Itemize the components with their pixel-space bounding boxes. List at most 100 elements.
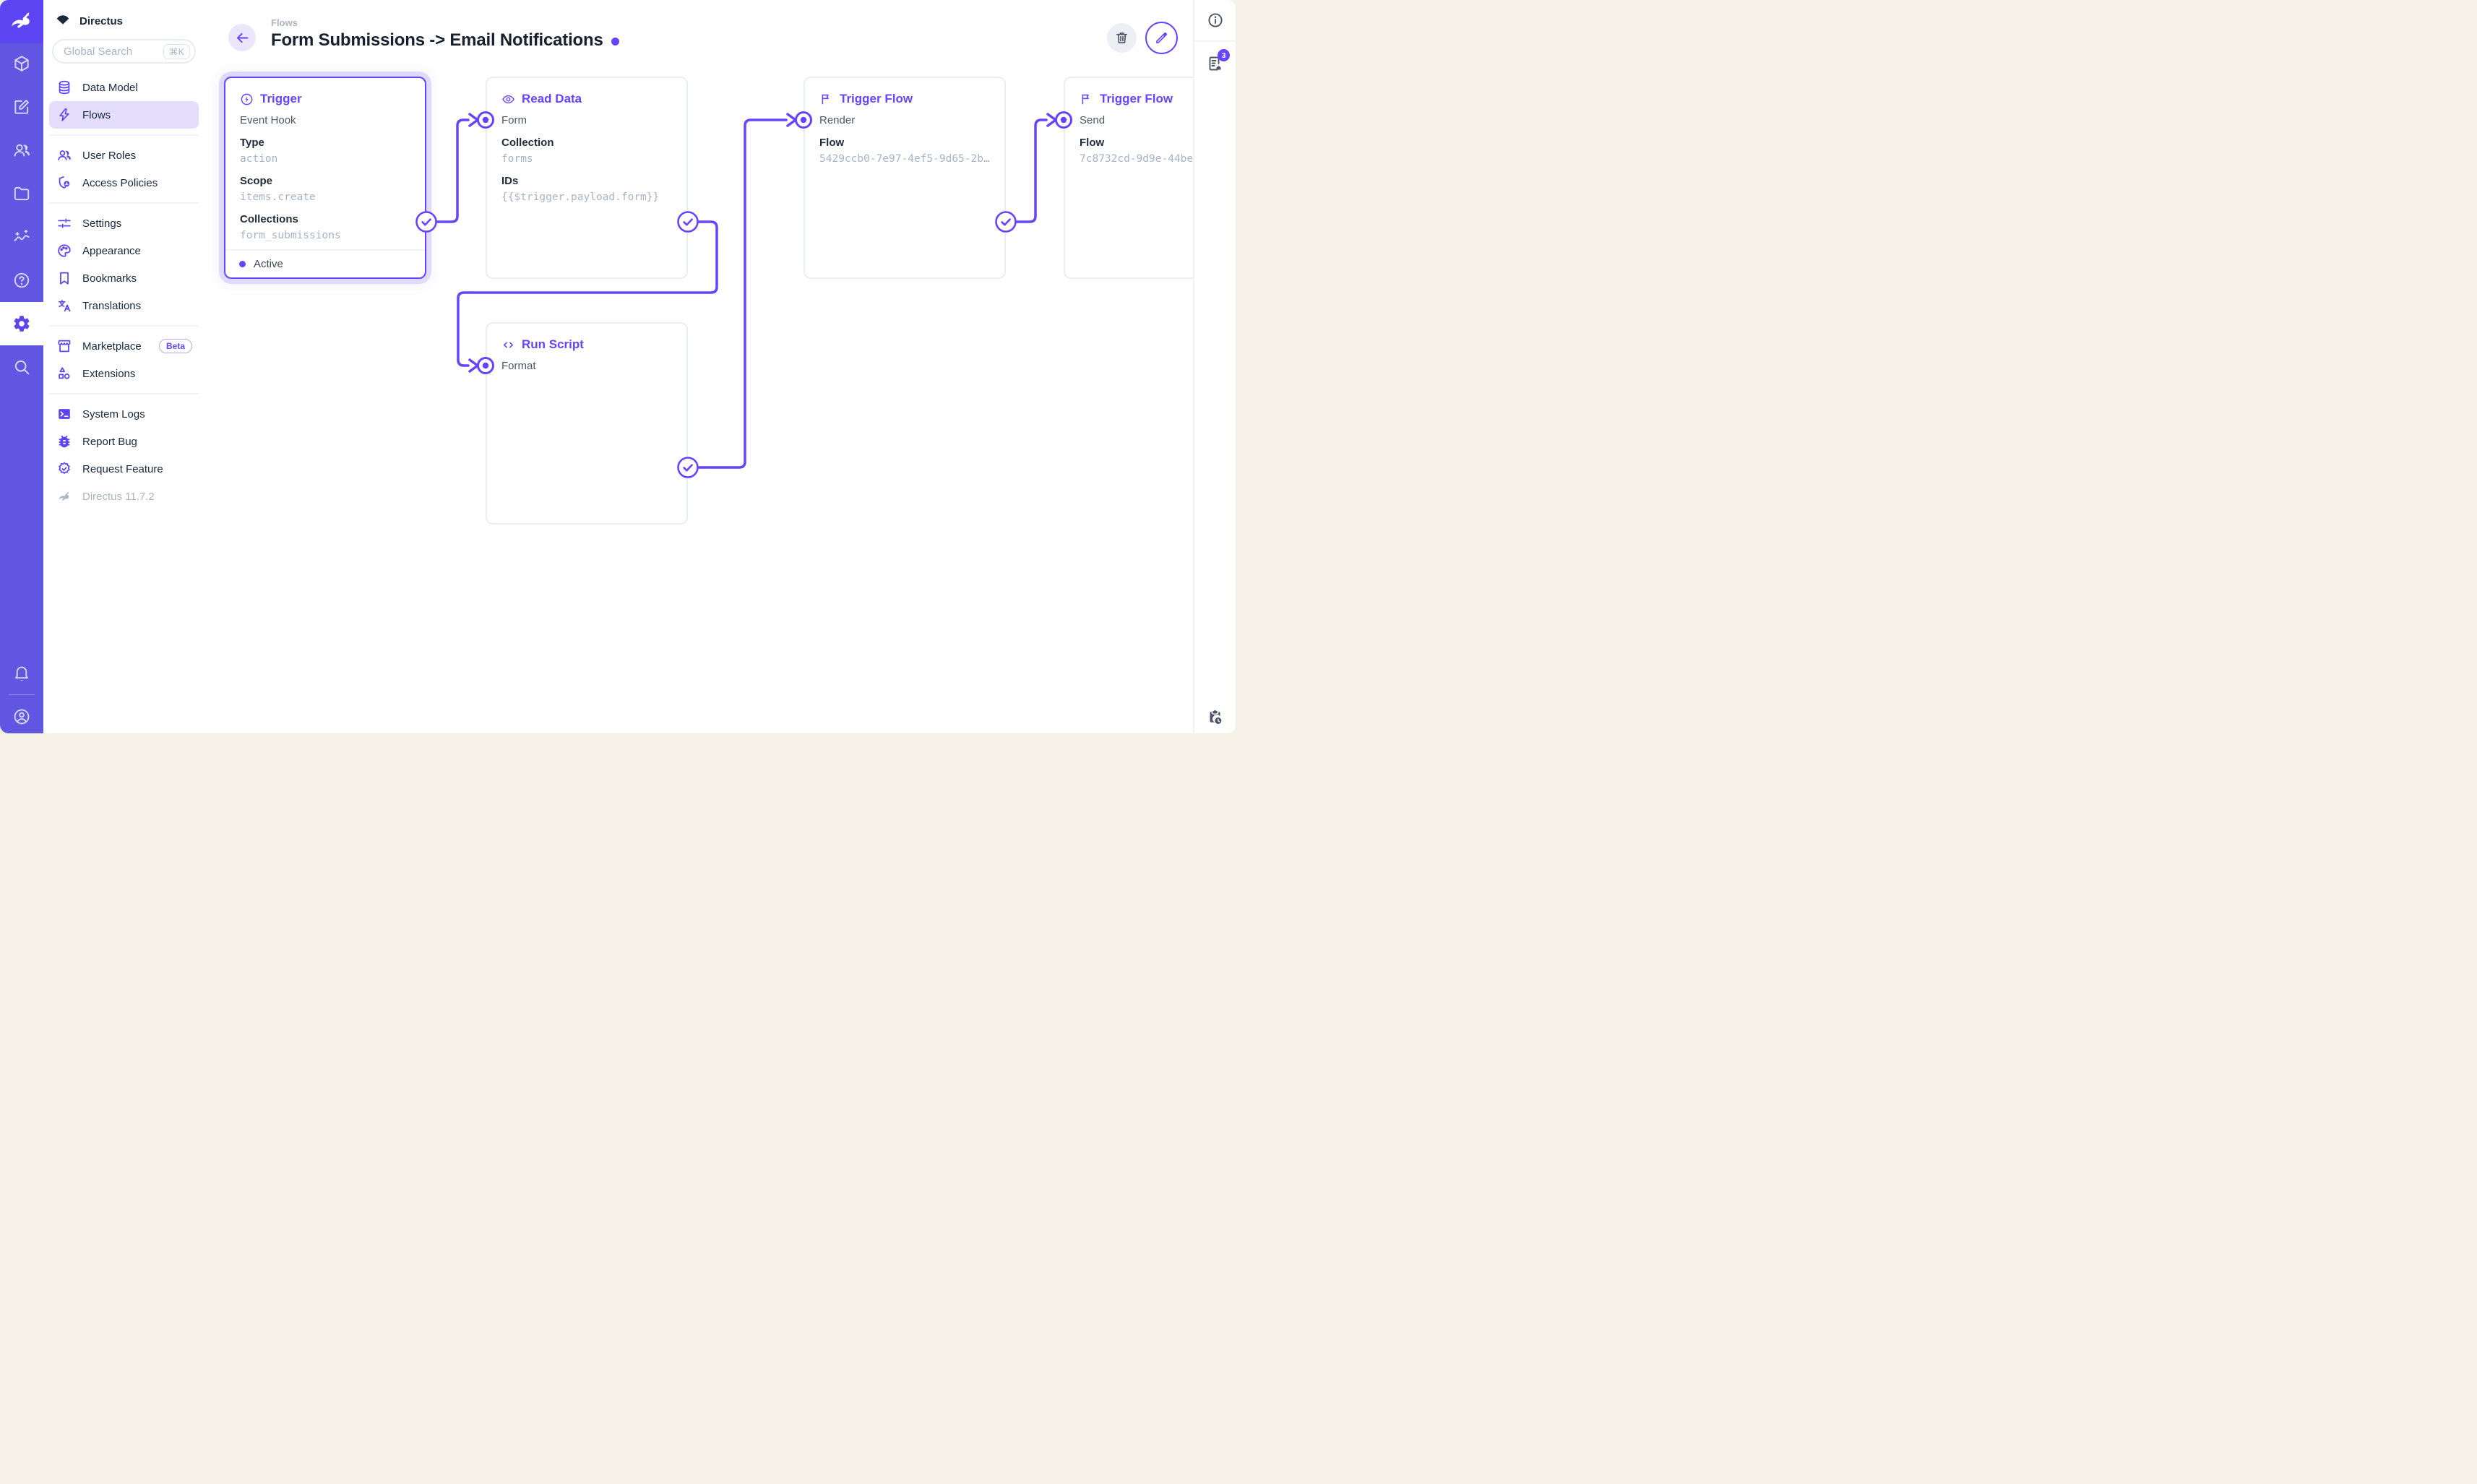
sidebar-item-label: Bookmarks (82, 272, 137, 285)
node-subtitle: Event Hook (240, 114, 296, 126)
flag-icon (822, 94, 829, 104)
sidebar-item-appearance[interactable]: Appearance (49, 237, 199, 264)
eye-icon (502, 95, 514, 103)
insights-module-icon[interactable] (0, 221, 43, 253)
bookmark-icon (56, 269, 73, 287)
node-name: Render (819, 114, 856, 126)
sidebar-item-label: System Logs (82, 407, 145, 420)
bolt-icon (56, 106, 73, 124)
field-value: 5429ccb0-7e97-4ef5-9d65-2b… (819, 153, 990, 165)
version-label: Directus 11.7.2 (82, 490, 155, 503)
module-bar (0, 0, 43, 733)
sidebar-item-bookmarks[interactable]: Bookmarks (49, 264, 199, 292)
field-label: Flow (1080, 137, 1105, 149)
page-header: Flows Form Submissions -> Email Notifica… (204, 0, 1193, 77)
palette-icon (56, 242, 73, 259)
modbar-divider (9, 694, 35, 695)
field-label: IDs (501, 175, 519, 187)
files-module-icon[interactable] (0, 178, 43, 210)
node-title: Run Script (522, 337, 584, 351)
sidebar-divider (49, 134, 199, 136)
sidebar-item-label: Extensions (82, 367, 136, 380)
sidebar-item-report-bug[interactable]: Report Bug (49, 428, 199, 455)
info-icon (1207, 13, 1223, 27)
sidebar-divider (49, 202, 199, 204)
sidebar-item-label: Request Feature (82, 462, 163, 475)
field-value: forms (501, 153, 533, 165)
settings-module-icon[interactable] (0, 302, 43, 345)
active-status-dot (239, 261, 246, 267)
project-icon (56, 15, 69, 25)
code-icon (504, 342, 513, 348)
page-title: Form Submissions -> Email Notifications (271, 30, 603, 50)
node-name: Format (501, 360, 536, 372)
node-title: Trigger Flow (840, 92, 913, 105)
app-window: Directus Global Search ⌘K Data Model Flo… (0, 0, 1236, 733)
project-header[interactable]: Directus (43, 9, 204, 33)
field-label: Flow (819, 137, 845, 149)
logs-count-badge: 3 (1218, 49, 1230, 61)
directus-logo[interactable] (0, 0, 43, 43)
sidebar-item-settings[interactable]: Settings (49, 210, 199, 237)
delete-flow-button[interactable] (1107, 23, 1137, 53)
sidebar-item-label: Access Policies (82, 176, 158, 189)
storefront-icon (56, 337, 73, 355)
flow-node-read-data[interactable]: Read Data Form Collection forms IDs {{$t… (486, 77, 688, 279)
sidebar-item-request-feature[interactable]: Request Feature (49, 455, 199, 483)
docs-module-icon[interactable] (0, 264, 43, 296)
node-title: Read Data (522, 92, 582, 105)
search-shortcut-badge: ⌘K (163, 43, 190, 59)
breadcrumb[interactable]: Flows (271, 17, 298, 28)
sidebar-item-data-model[interactable]: Data Model (49, 74, 199, 101)
sidebar-divider (49, 325, 199, 327)
editor-module-icon[interactable] (0, 91, 43, 123)
sidebar-item-marketplace[interactable]: Marketplace Beta (49, 332, 199, 360)
sidebar-item-user-roles[interactable]: User Roles (49, 142, 199, 169)
back-button[interactable] (228, 24, 256, 51)
account-icon[interactable] (0, 701, 43, 733)
sidebar-item-extensions[interactable]: Extensions (49, 360, 199, 387)
shield-user-icon (56, 174, 73, 191)
global-search-input[interactable]: Global Search ⌘K (52, 39, 196, 64)
flow-node-trigger-flow-render[interactable]: Trigger Flow Render Flow 5429ccb0-7e97-4… (804, 77, 1006, 279)
sidebar-item-label: Marketplace (82, 340, 142, 353)
pencil-icon (1156, 32, 1168, 43)
rabbit-version-icon (56, 488, 73, 505)
flow-node-run-script[interactable]: Run Script Format (486, 322, 688, 525)
sidebar-item-flows[interactable]: Flows (49, 101, 199, 129)
field-value: form_submissions (240, 230, 341, 241)
search-placeholder: Global Search (64, 45, 133, 58)
info-sidebar-button[interactable] (1194, 0, 1236, 42)
flow-node-trigger[interactable]: Trigger Event Hook Type action Scope ite… (224, 77, 426, 279)
node-name: Form (501, 114, 527, 126)
sidebar-item-label: Translations (82, 299, 142, 312)
nav-sidebar: Directus Global Search ⌘K Data Model Flo… (43, 0, 204, 733)
sidebar-version: Directus 11.7.2 (49, 483, 199, 510)
clipboard-clock-icon (1210, 709, 1222, 724)
sliders-icon (56, 215, 73, 232)
search-module-icon[interactable] (0, 351, 43, 383)
sidebar-item-label: Appearance (82, 244, 141, 257)
revisions-clipboard-button[interactable] (1194, 708, 1236, 726)
sidebar-item-translations[interactable]: Translations (49, 292, 199, 319)
field-label: Scope (240, 175, 273, 187)
people-icon (56, 147, 73, 164)
bug-icon (56, 433, 73, 450)
shapes-icon (56, 365, 73, 382)
node-title: Trigger (260, 92, 302, 105)
field-value: 7c8732cd-9d9e-44be (1080, 153, 1194, 165)
node-name: Send (1080, 114, 1106, 126)
content-module-icon[interactable] (0, 48, 43, 79)
notifications-bell-icon[interactable] (0, 657, 43, 689)
field-value: {{$trigger.payload.form}} (501, 191, 660, 203)
logs-sidebar-button[interactable]: 3 (1194, 42, 1236, 85)
trash-icon (1116, 33, 1127, 43)
translate-icon (56, 297, 73, 314)
sidebar-item-access-policies[interactable]: Access Policies (49, 169, 199, 197)
project-name: Directus (79, 14, 124, 27)
rabbit-logo-icon (12, 12, 30, 28)
beta-badge: Beta (158, 339, 192, 353)
edit-flow-button[interactable] (1145, 22, 1178, 54)
users-module-icon[interactable] (0, 134, 43, 166)
sidebar-item-system-logs[interactable]: System Logs (49, 400, 199, 428)
